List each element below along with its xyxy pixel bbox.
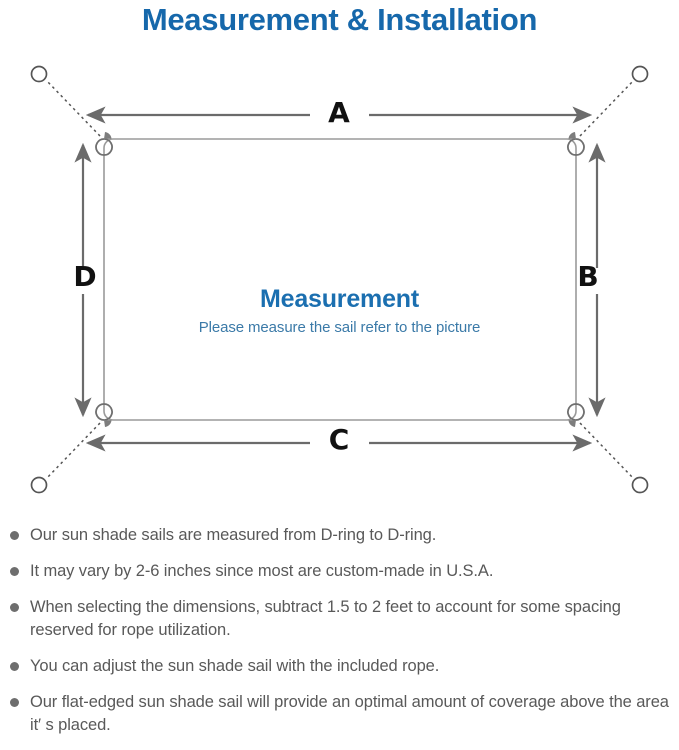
sail-rectangle: [103, 138, 577, 421]
bullet-icon: [10, 603, 19, 612]
page-title: Measurement & Installation: [141, 2, 538, 37]
sail-center-label: Measurement Please measure the sail refe…: [0, 284, 679, 339]
bullet-icon: [10, 662, 19, 671]
list-item: It may vary by 2-6 inches since most are…: [0, 560, 679, 583]
note-text: You can adjust the sun shade sail with t…: [30, 657, 440, 675]
dimension-label-a: A: [328, 96, 350, 129]
list-item: Our flat-edged sun shade sail will provi…: [0, 691, 679, 737]
measurement-heading: Measurement: [260, 285, 419, 313]
dimension-label-b: B: [577, 260, 599, 293]
note-text: It may vary by 2-6 inches since most are…: [30, 562, 494, 580]
sail-diagram: Measurement Please measure the sail refe…: [0, 44, 679, 514]
list-item: Our sun shade sails are measured from D-…: [0, 524, 679, 547]
d-ring-top-right: [567, 132, 585, 156]
bullet-icon: [10, 698, 19, 707]
rope-lines: [45, 79, 635, 480]
note-text: When selecting the dimensions, subtract …: [30, 598, 621, 639]
dimension-label-d: D: [73, 260, 97, 293]
anchor-ring-top-right: [631, 65, 649, 83]
bullet-icon: [10, 567, 19, 576]
anchor-ring-bottom-left: [30, 476, 48, 494]
anchor-ring-top-left: [30, 65, 48, 83]
measurement-subheading: Please measure the sail refer to the pic…: [198, 319, 481, 336]
d-ring-bottom-right: [567, 403, 585, 427]
list-item: You can adjust the sun shade sail with t…: [0, 655, 679, 678]
list-item: When selecting the dimensions, subtract …: [0, 596, 679, 642]
d-ring-top-left: [95, 132, 113, 156]
note-text: Our sun shade sails are measured from D-…: [30, 526, 437, 544]
dimension-label-c: C: [328, 423, 350, 456]
note-text: Our flat-edged sun shade sail will provi…: [30, 693, 669, 734]
d-ring-bottom-left: [95, 403, 113, 427]
notes-list: Our sun shade sails are measured from D-…: [0, 524, 679, 750]
bullet-icon: [10, 531, 19, 540]
anchor-ring-bottom-right: [631, 476, 649, 494]
